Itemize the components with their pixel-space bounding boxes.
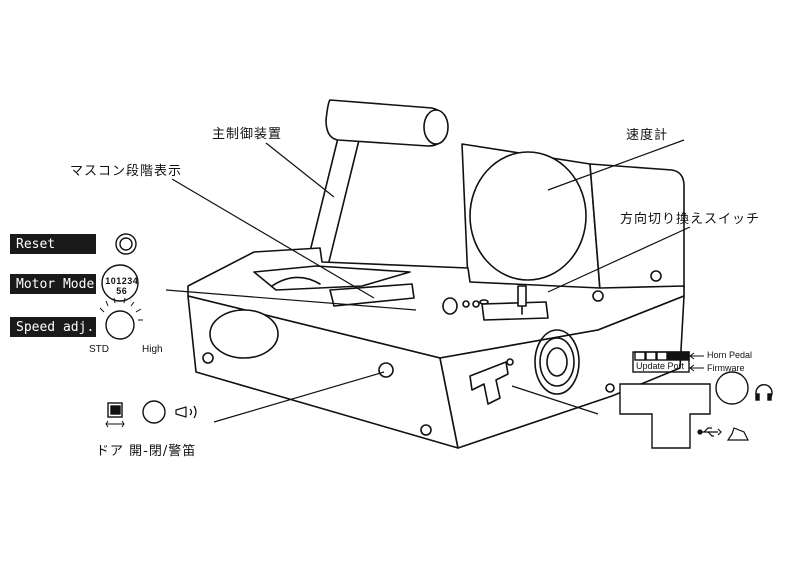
door-button[interactable] [142, 400, 166, 424]
speedometer-dial [469, 151, 587, 281]
leader-motor-mode [165, 289, 417, 311]
speed-adj-knob[interactable] [105, 310, 135, 340]
leader-main-controller [265, 142, 335, 198]
usb-icon [697, 427, 722, 437]
headphone-jack[interactable] [715, 371, 749, 405]
update-port-label: Update Port [636, 361, 685, 371]
door-horn-label: ドア 開-閉/警笛 [96, 444, 197, 459]
speed-high-label: High [142, 344, 163, 355]
speed-adj-tag: Speed adj. [10, 317, 96, 337]
speedometer-label: 速度計 [626, 128, 669, 143]
leader-door-horn [213, 371, 385, 423]
reset-tag: Reset [10, 234, 96, 254]
console-body [187, 247, 685, 449]
reset-button[interactable] [115, 233, 137, 255]
leader-ports [511, 385, 599, 415]
t-shaped-unit [619, 383, 711, 449]
motor-mode-digits: 1 0 1 2 3 4 5 6 [105, 276, 138, 296]
door-switch[interactable] [107, 402, 123, 418]
pedal-icon [726, 427, 749, 441]
speed-low-label: STD [89, 344, 109, 355]
leader-speedometer [547, 139, 685, 191]
leader-notch-display [171, 178, 375, 299]
motor-mode-dial[interactable] [101, 264, 139, 302]
speedometer-housing [461, 143, 685, 291]
main-controller-label: 主制御装置 [212, 127, 283, 142]
notch-display-label: マスコン段階表示 [70, 164, 183, 179]
motor-mode-tag: Motor Mode [10, 274, 96, 294]
leader-direction-switch [547, 226, 691, 293]
direction-switch-label: 方向切り換えスイッチ [620, 212, 761, 227]
firmware-label: Firmware [707, 363, 745, 373]
horn-icon [175, 405, 197, 419]
notch-display-window [329, 283, 415, 307]
horn-pedal-label: Horn Pedal [707, 350, 753, 360]
